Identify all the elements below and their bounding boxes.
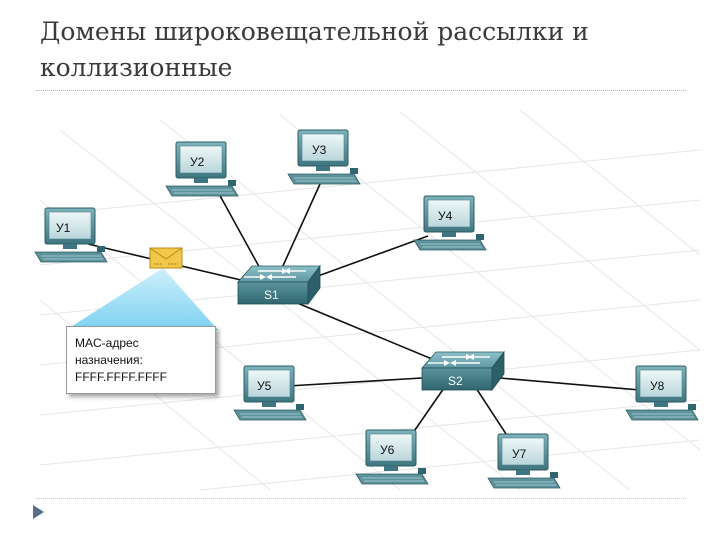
link-y3-s1: [281, 183, 321, 269]
computer-y8: У8: [625, 365, 699, 421]
network-links: [87, 183, 641, 441]
computer-y7: У7: [487, 433, 561, 489]
computer-label: У3: [312, 143, 327, 157]
footer-divider: [36, 498, 686, 499]
link-y4-s1: [317, 235, 429, 277]
computer-icon: [413, 195, 487, 251]
switch-s2: S2: [421, 351, 505, 391]
computer-y6: У6: [355, 429, 429, 485]
computer-y5: У5: [233, 365, 307, 421]
link-y2-s1: [217, 191, 263, 273]
switch-label: S2: [448, 374, 463, 388]
title-divider: [36, 90, 686, 91]
link-s1-s2: [289, 299, 445, 365]
switch-s1: S1: [237, 265, 321, 305]
link-s2-y5: [287, 377, 423, 387]
computer-label: У4: [438, 209, 453, 223]
computer-label: У7: [512, 447, 527, 461]
switch-icon: [421, 351, 505, 391]
computer-y1: У1: [34, 207, 108, 263]
computer-icon: [165, 141, 239, 197]
computer-icon: [233, 365, 307, 421]
computer-label: У1: [56, 221, 71, 235]
computer-icon: [34, 207, 108, 263]
link-s2-y8: [499, 377, 641, 391]
switch-icon: [237, 265, 321, 305]
computer-icon: [355, 429, 429, 485]
computer-label: У8: [650, 379, 665, 393]
slide-title: Домены широковещательной рассылки и колл…: [40, 17, 589, 82]
callout-pointer-beam: [66, 268, 218, 330]
link-s2-y7: [475, 387, 511, 441]
computer-y3: У3: [287, 129, 361, 185]
computer-label: У6: [380, 443, 395, 457]
destination-mac-callout: MAC-адрес назначения: FFFF.FFFF.FFFF: [66, 326, 216, 394]
bullet-arrow-icon: [33, 505, 44, 519]
computer-label: У5: [257, 379, 272, 393]
switch-label: S1: [264, 288, 279, 302]
computer-y4: У4: [413, 195, 487, 251]
computer-icon: [625, 365, 699, 421]
broadcast-frame-icon: [149, 247, 183, 269]
callout-line-1: MAC-адрес: [75, 336, 139, 350]
callout-line-3: FFFF.FFFF.FFFF: [75, 370, 167, 384]
computer-icon: [487, 433, 561, 489]
computer-label: У2: [190, 155, 205, 169]
computer-y2: У2: [165, 141, 239, 197]
computer-icon: [287, 129, 361, 185]
callout-line-2: назначения:: [75, 353, 143, 367]
